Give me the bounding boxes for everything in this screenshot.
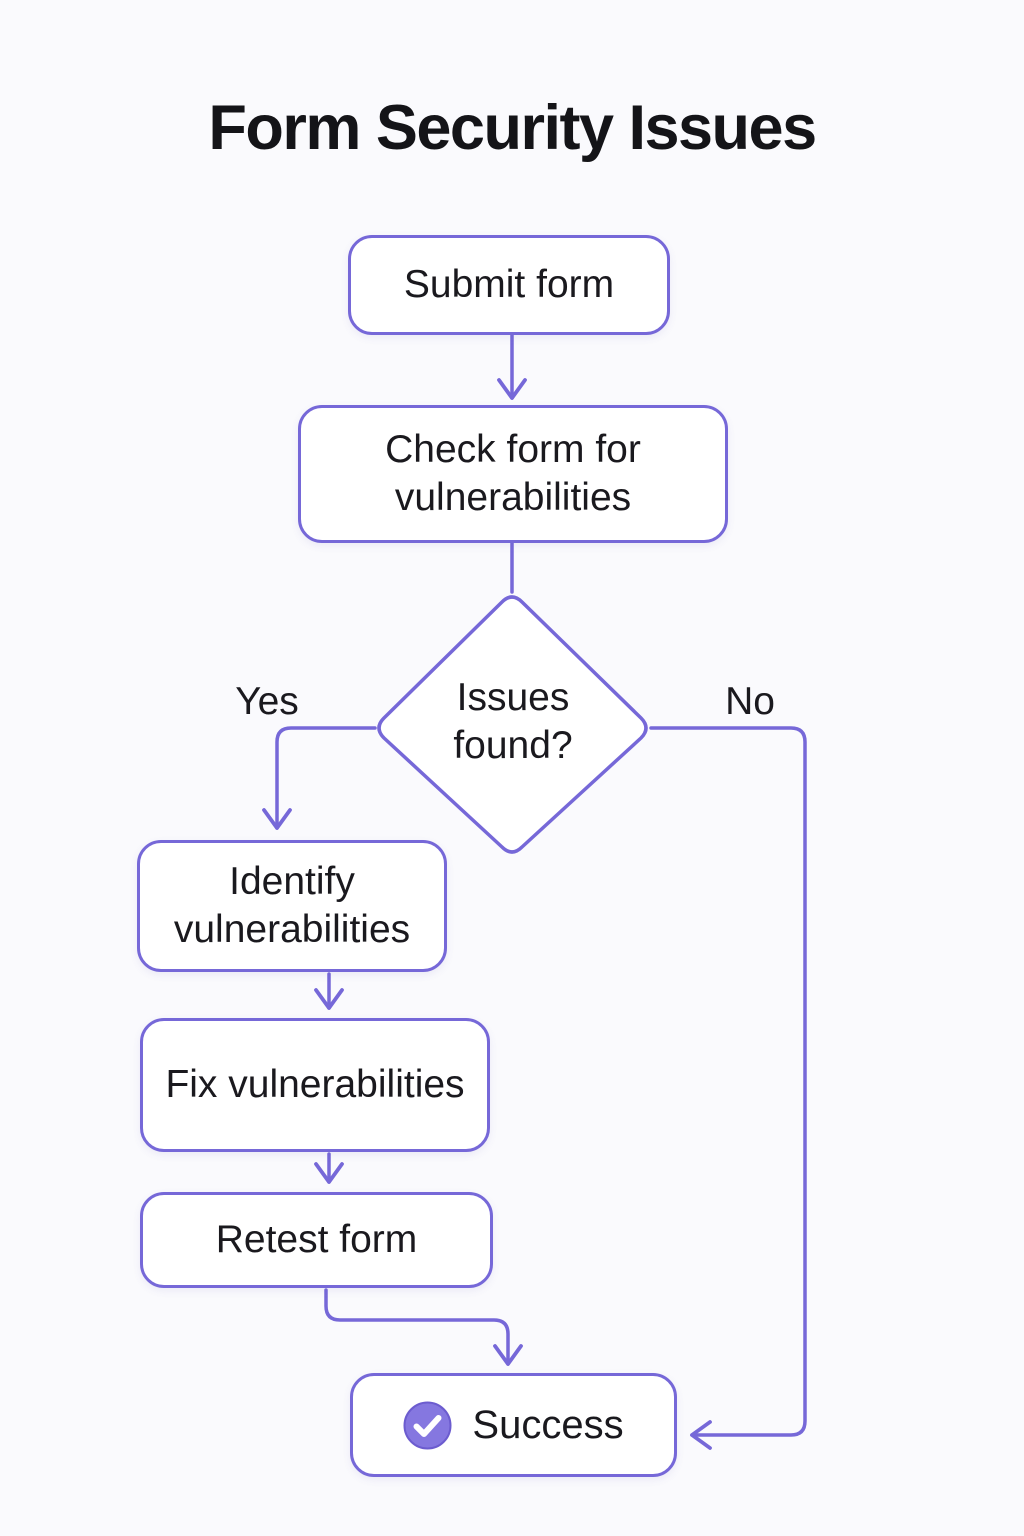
node-retest-form-label: Retest form xyxy=(215,1218,418,1262)
check-icon xyxy=(403,1401,452,1449)
node-success-label: Success xyxy=(472,1402,624,1447)
node-retest-form: Retest form xyxy=(140,1192,493,1288)
decision-diamond-shape xyxy=(377,595,648,854)
node-identify-vulnerabilities: Identify vulnerabilities xyxy=(137,840,447,972)
edge-label-no: No xyxy=(725,680,775,723)
node-fix-vulnerabilities: Fix vulnerabilities xyxy=(140,1018,490,1152)
node-decision-label: Issues found? xyxy=(453,676,573,767)
edge-label-yes: Yes xyxy=(235,680,299,723)
node-check-form: Check form for vulnerabilities xyxy=(298,405,728,543)
edge-yes-decision-to-identify xyxy=(262,726,377,830)
node-submit-form: Submit form xyxy=(348,235,670,335)
node-fix-vulnerabilities-label: Fix vulnerabilities xyxy=(165,1063,465,1107)
node-identify-vulnerabilities-label: Identify vulnerabilities xyxy=(173,860,411,951)
node-check-form-label: Check form for vulnerabilities xyxy=(385,428,641,519)
node-success: Success xyxy=(350,1373,677,1477)
edge-retest-to-success xyxy=(324,1288,523,1366)
node-submit-form-label: Submit form xyxy=(403,263,615,307)
edge-no-decision-to-success xyxy=(649,726,807,1450)
diagram-title: Form Security Issues xyxy=(208,93,817,163)
